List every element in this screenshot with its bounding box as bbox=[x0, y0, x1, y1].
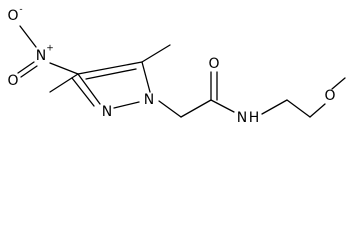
bond-n2-c3-a bbox=[77, 73, 101, 105]
ring-nitrogen-1: N bbox=[144, 92, 154, 108]
ether-oxygen: O bbox=[324, 88, 335, 104]
bond-no-lower-b bbox=[20, 65, 38, 78]
chemical-structure-diagram: O - N + O N N O N H O bbox=[7, 5, 346, 127]
bond-c3-methyl bbox=[49, 73, 79, 93]
bonds bbox=[17, 25, 346, 118]
bond-c4-c5 bbox=[77, 61, 143, 75]
amide-nitrogen: N bbox=[237, 110, 247, 126]
bond-no-upper bbox=[19, 25, 37, 48]
bond-c5-methyl bbox=[141, 44, 171, 63]
bond-c4-c5-inner bbox=[85, 68, 137, 80]
bond-ch2-carbonyl bbox=[180, 99, 212, 118]
bond-c5-n1 bbox=[141, 61, 151, 93]
nitro-oxygen-lower: O bbox=[7, 73, 18, 89]
bond-n2-c3-b bbox=[71, 77, 95, 107]
bond-carbonyl-nh bbox=[210, 99, 235, 113]
bond-n1-ch2 bbox=[158, 100, 182, 118]
bond-o-ch3 bbox=[331, 77, 346, 90]
nitro-nitrogen-charge: + bbox=[46, 44, 54, 54]
nitro-nitrogen: N bbox=[36, 48, 46, 64]
atom-labels: O - N + O N N O N H O bbox=[7, 5, 335, 127]
bond-n1-n2 bbox=[113, 101, 140, 109]
nitro-oxygen-charge: - bbox=[19, 5, 22, 15]
amide-hydrogen: H bbox=[249, 110, 260, 126]
bond-no-lower-a bbox=[17, 61, 35, 74]
nitro-oxygen-upper: O bbox=[7, 8, 18, 24]
carbonyl-oxygen: O bbox=[208, 56, 219, 72]
bond-n-c4 bbox=[49, 62, 79, 75]
bond-ch2-ch2 bbox=[286, 99, 311, 118]
ring-nitrogen-2: N bbox=[102, 104, 112, 120]
bond-ch2-o bbox=[309, 103, 326, 118]
bond-nh-ch2 bbox=[261, 99, 288, 115]
